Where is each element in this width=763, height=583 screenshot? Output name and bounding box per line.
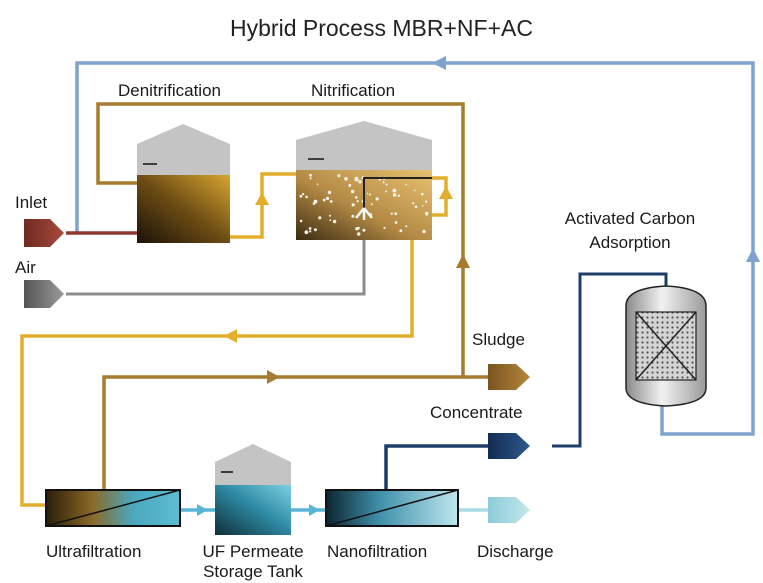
ultrafiltration-module [45, 489, 181, 527]
bubble [394, 221, 398, 224]
concentrate-arrow [488, 433, 530, 459]
denit-to-nit-line [230, 172, 296, 239]
nitrification-tank [296, 121, 432, 240]
bubble [327, 190, 332, 195]
return-arrow-left [224, 329, 237, 343]
bubble [358, 180, 362, 184]
bubble [397, 194, 401, 197]
bubble [350, 189, 355, 194]
bubble [390, 212, 393, 215]
bubble [309, 177, 312, 180]
bubble [425, 200, 428, 203]
bubble [354, 176, 359, 181]
nanofiltration-module [325, 489, 459, 527]
uf-permeate-tank [215, 444, 291, 535]
bubble [308, 227, 312, 230]
bubble [301, 192, 305, 196]
label-air: Air [15, 258, 36, 277]
bubble [325, 196, 330, 200]
recycle-arrowhead-up [746, 248, 760, 262]
denitrification-tank [137, 124, 230, 243]
diagram-title: Hybrid Process MBR+NF+AC [230, 15, 533, 41]
bubble [309, 230, 312, 233]
bubble [332, 219, 337, 224]
bubble [348, 183, 352, 187]
bubble [412, 202, 415, 205]
ac-feed-line [552, 272, 668, 448]
activated-carbon-column [625, 285, 707, 407]
bubble [392, 188, 397, 193]
bubble [370, 203, 373, 206]
bubble [385, 183, 388, 186]
bubble [312, 202, 316, 205]
bubble [355, 227, 359, 231]
air-arrow [24, 280, 64, 308]
bubble [362, 228, 366, 232]
bubble [329, 214, 332, 217]
bubble [305, 195, 308, 199]
concentrate-line [384, 444, 490, 490]
bubble [356, 232, 361, 236]
permeate-arrow-1 [197, 504, 208, 516]
label-nanofiltration: Nanofiltration [327, 542, 428, 561]
bubble [299, 194, 303, 198]
bubble [425, 213, 428, 216]
bubble [329, 200, 333, 203]
bubble [413, 189, 416, 192]
label-activated-carbon-line2: Adsorption [589, 233, 671, 252]
bubble [316, 183, 319, 185]
label-sludge: Sludge [472, 330, 525, 349]
bubble [421, 192, 424, 196]
bubble [351, 214, 355, 218]
label-denitrification: Denitrification [118, 81, 221, 100]
bubble [394, 212, 398, 216]
bubble [329, 219, 332, 222]
bubble [382, 181, 385, 184]
label-activated-carbon-line1: Activated Carbon [564, 209, 696, 228]
sludge-arrow-right [267, 370, 280, 384]
bubble [356, 200, 359, 203]
bubble [375, 197, 379, 201]
bubble [405, 225, 408, 228]
bubble [344, 177, 348, 181]
bubble [383, 226, 386, 229]
bubble [351, 203, 355, 207]
bubble [369, 193, 371, 196]
bubble [385, 190, 387, 193]
bubble [422, 205, 424, 207]
bubble [414, 205, 418, 208]
bubble [309, 173, 312, 177]
discharge-arrow [488, 497, 530, 523]
flow-arrow-up-1 [255, 192, 269, 205]
label-discharge: Discharge [477, 542, 554, 561]
bubble [405, 183, 408, 186]
bubble [392, 193, 397, 197]
inlet-arrow [24, 219, 64, 247]
bubble [318, 216, 322, 220]
bubble [322, 198, 326, 202]
bubble [422, 229, 426, 234]
sludge-arrow [488, 364, 530, 390]
aeration-bubbles [299, 173, 429, 236]
bubble [337, 174, 341, 178]
recycle-arrowhead [432, 56, 446, 70]
bubble [313, 228, 317, 232]
label-concentrate: Concentrate [430, 403, 523, 422]
bubble [304, 230, 309, 235]
label-ultrafiltration: Ultrafiltration [46, 542, 142, 561]
flow-arrow-up-2 [439, 186, 453, 199]
bubble [299, 219, 303, 223]
label-nitrification: Nitrification [311, 81, 396, 100]
bubble [354, 196, 358, 199]
bubble [366, 192, 369, 195]
bubble [399, 229, 403, 233]
sludge-arrow-up [456, 254, 470, 268]
label-inlet: Inlet [15, 193, 48, 212]
label-uf-tank-line1: UF Permeate [202, 542, 304, 561]
sludge-recycle-line [96, 102, 465, 490]
return-line [20, 240, 414, 507]
label-uf-tank-line2: Storage Tank [203, 562, 303, 581]
permeate-arrow-2 [309, 504, 320, 516]
